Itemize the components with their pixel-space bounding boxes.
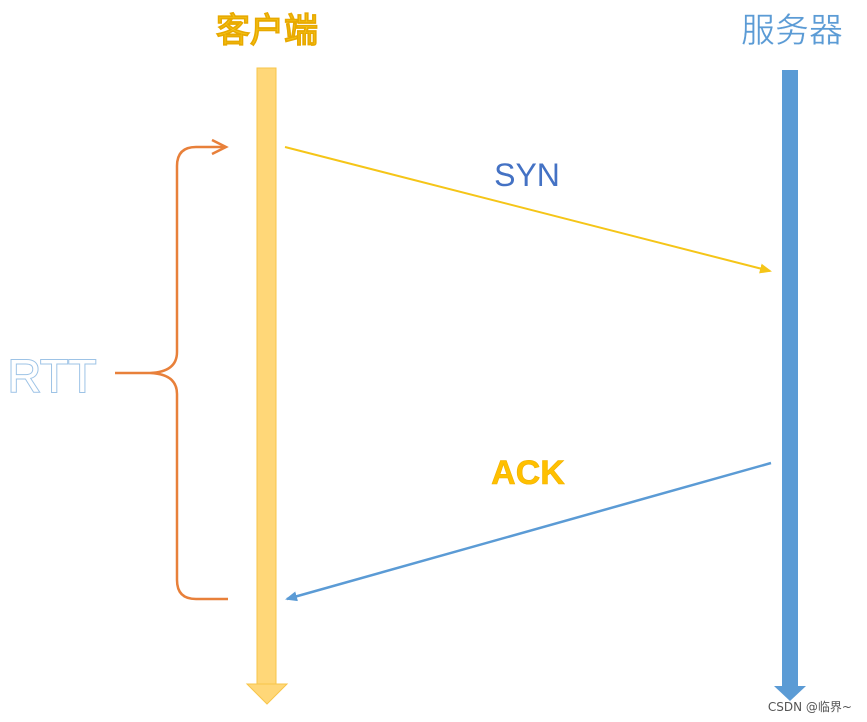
rtt-brace-arrowhead bbox=[211, 138, 229, 156]
client-lifeline bbox=[245, 67, 289, 705]
syn-arrow bbox=[284, 146, 772, 274]
ack-label: ACK bbox=[491, 454, 565, 492]
client-label: 客户端 bbox=[216, 11, 318, 51]
server-lifeline bbox=[774, 70, 806, 701]
rtt-brace bbox=[115, 145, 228, 601]
rtt-label: RTT bbox=[8, 350, 97, 402]
ack-arrow bbox=[285, 461, 772, 602]
syn-label: SYN bbox=[494, 157, 560, 193]
server-label: 服务器 bbox=[741, 11, 843, 51]
watermark-text: CSDN @临界~ bbox=[768, 700, 852, 714]
